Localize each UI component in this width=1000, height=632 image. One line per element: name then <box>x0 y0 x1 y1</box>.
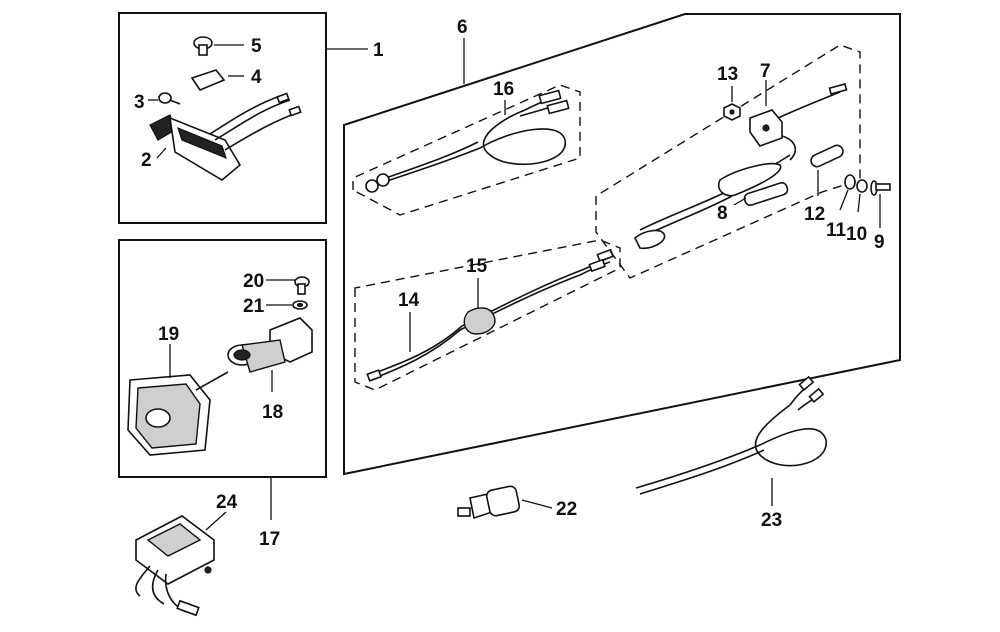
dashed-region-14-15 <box>354 239 621 391</box>
callout-15: 15 <box>466 256 488 277</box>
group-box-17 <box>118 239 327 520</box>
group-box-1 <box>118 12 368 224</box>
part-10-washer <box>856 179 868 213</box>
callout-13: 13 <box>717 64 738 85</box>
callout-4: 4 <box>251 67 262 88</box>
part-21-washer <box>266 300 308 310</box>
callout-labels: 1 2 3 4 5 6 7 8 9 10 11 12 13 14 15 16 1… <box>134 17 885 550</box>
part-5-screw <box>193 36 244 56</box>
callout-24: 24 <box>216 492 238 513</box>
part-13-nut <box>723 86 741 121</box>
callout-11: 11 <box>826 220 847 241</box>
part-16-harness <box>365 89 570 193</box>
part-15-harness <box>366 248 614 382</box>
callout-18: 18 <box>262 402 283 423</box>
callout-3: 3 <box>134 92 145 113</box>
part-7-rectifier <box>749 80 848 161</box>
callout-5: 5 <box>251 36 262 57</box>
part-18-switch-bracket <box>227 317 313 392</box>
part-19-panel <box>127 344 229 456</box>
callout-12: 12 <box>804 204 825 225</box>
part-3-screw <box>148 92 181 105</box>
part-11-washer <box>839 174 856 211</box>
callout-1: 1 <box>373 40 384 61</box>
callout-6: 6 <box>457 17 468 38</box>
dashed-region-16 <box>352 84 581 216</box>
dashed-region-7-12 <box>595 44 861 279</box>
callout-9: 9 <box>874 232 885 253</box>
callout-2: 2 <box>141 150 152 171</box>
part-8-fuse-holder <box>633 154 791 250</box>
callout-10: 10 <box>846 224 867 245</box>
part-2-terminal-block <box>149 92 302 181</box>
callout-8: 8 <box>717 203 728 224</box>
callout-14: 14 <box>398 290 420 311</box>
callout-17: 17 <box>259 529 280 550</box>
group-box-6 <box>343 13 901 476</box>
callout-7: 7 <box>760 61 771 82</box>
callout-19: 19 <box>158 324 179 345</box>
part-24-rectifier <box>135 511 227 617</box>
callout-16: 16 <box>493 79 514 100</box>
part-4-clamp <box>190 69 244 91</box>
callout-21: 21 <box>243 296 265 317</box>
part-22-sender <box>457 485 553 520</box>
callout-23: 23 <box>761 510 782 531</box>
part-20-screw <box>266 276 310 295</box>
callout-20: 20 <box>243 271 264 292</box>
callout-22: 22 <box>556 499 577 520</box>
part-12-bracket <box>810 144 844 196</box>
part-23-harness <box>635 375 827 506</box>
part-9-screw <box>870 180 891 228</box>
